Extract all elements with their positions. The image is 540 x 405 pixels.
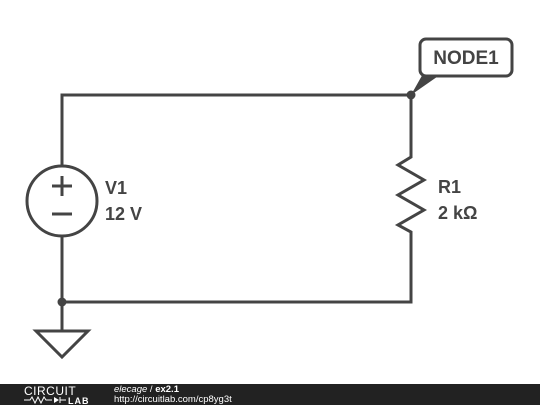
node1-label-tag[interactable]: NODE1 <box>411 37 514 95</box>
voltage-source-circle <box>25 164 99 238</box>
ground-junction <box>57 297 67 307</box>
ground-icon <box>32 329 92 360</box>
logo-resistor-icon <box>24 395 52 405</box>
circuitlab-logo[interactable]: CIRCUIT LAB <box>0 384 106 405</box>
circuit-title-line: elecage / ex2.1 <box>114 385 232 395</box>
resistor-value-label: 2 kΩ <box>438 203 477 223</box>
node1-label-pointer <box>411 72 444 95</box>
source-name-label: V1 <box>105 178 127 198</box>
top-wire <box>60 93 413 168</box>
resistor-name-label: R1 <box>438 177 461 197</box>
resistor-r1[interactable] <box>394 150 428 240</box>
logo-diode-icon <box>54 397 59 403</box>
circuit-schematic: NODE1 V1 12 V R1 2 kΩ <box>25 37 514 360</box>
circuit-name[interactable]: ex2.1 <box>155 384 179 395</box>
node1-label: NODE1 <box>433 48 499 69</box>
source-value-label: 12 V <box>105 204 142 224</box>
circuit-url[interactable]: http://circuitlab.com/cp8yg3t <box>114 394 232 405</box>
title-separator: / <box>147 384 156 395</box>
author-link[interactable]: elecage <box>114 384 148 395</box>
logo-lab-text: LAB <box>68 396 90 405</box>
voltage-source-v1[interactable] <box>25 164 99 238</box>
logo-circuit-text: CIRCUIT <box>24 384 76 398</box>
footer-bar: CIRCUIT LAB elecage / ex2.1 http://circu… <box>0 384 540 405</box>
footer-text: elecage / ex2.1 http://circuitlab.com/cp… <box>114 385 232 405</box>
node1-label-box <box>418 37 514 78</box>
